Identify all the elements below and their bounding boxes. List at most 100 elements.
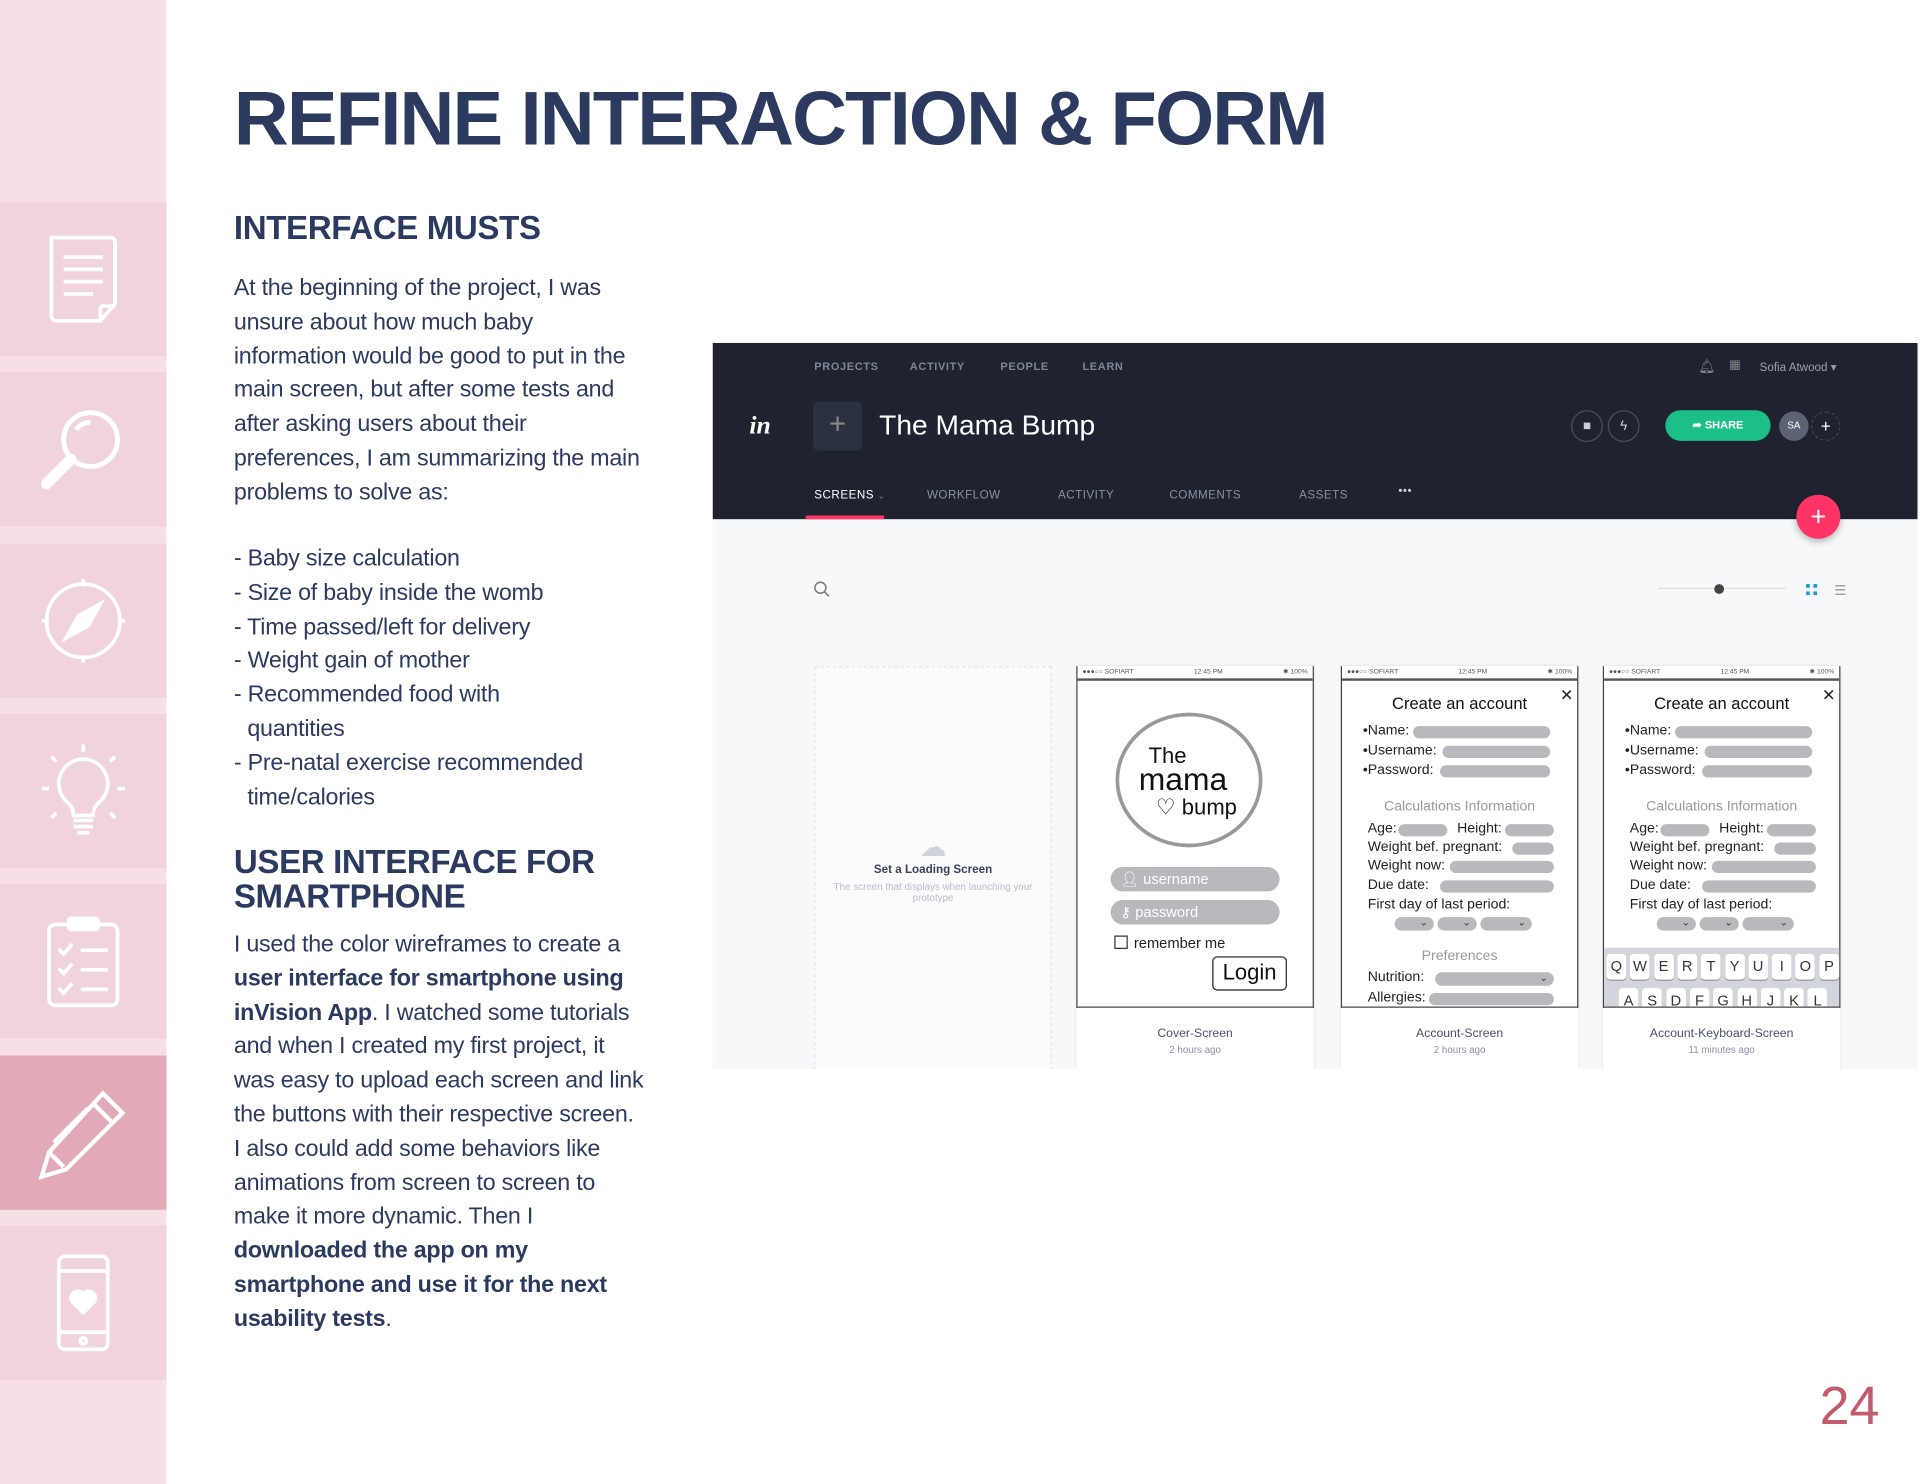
grid-view-icon[interactable] (1806, 584, 1818, 596)
key[interactable]: Q (1606, 953, 1627, 980)
key[interactable]: D (1666, 988, 1686, 1007)
username-field[interactable] (1442, 745, 1551, 758)
loading-screen-placeholder[interactable]: ☁ Set a Loading Screen The screen that d… (814, 666, 1052, 1069)
tab-workflow[interactable]: WORKFLOW (926, 488, 1001, 503)
gift-icon[interactable]: ▦ (1728, 358, 1741, 373)
password-field[interactable] (1440, 765, 1551, 778)
label: •Name: (1624, 723, 1672, 739)
nav-learn[interactable]: LEARN (1082, 360, 1124, 373)
lightning-icon[interactable]: ϟ (1607, 410, 1640, 443)
key[interactable]: W (1630, 953, 1650, 980)
bell-icon[interactable]: 🔔︎ (1698, 360, 1716, 375)
name-field[interactable] (1413, 726, 1551, 739)
login-button[interactable]: Login (1212, 956, 1287, 991)
tab-screens[interactable]: SCREENS ⌄ (814, 488, 886, 503)
weight-now-field[interactable] (1449, 860, 1554, 874)
key[interactable]: R (1677, 953, 1698, 980)
nutrition-dropdown[interactable]: ⌄ (1435, 972, 1554, 986)
height-field[interactable] (1766, 824, 1816, 837)
key[interactable]: U (1748, 953, 1768, 980)
clipboard-checklist-icon (47, 916, 120, 1008)
sidebar-item-phone[interactable] (0, 1225, 167, 1381)
key[interactable]: E (1653, 953, 1674, 980)
tab-assets[interactable]: ASSETS (1299, 488, 1349, 503)
password-field[interactable] (1702, 765, 1813, 778)
year-dropdown[interactable]: ⌄ (1742, 917, 1794, 931)
invision-logo[interactable]: in (749, 410, 771, 440)
search-icon[interactable] (813, 580, 830, 597)
key[interactable]: T (1701, 953, 1721, 980)
age-field[interactable] (1398, 824, 1448, 837)
key[interactable]: L (1807, 988, 1828, 1007)
due-date-field[interactable] (1702, 880, 1816, 893)
screen-name[interactable]: Account-Screen (1416, 1027, 1504, 1041)
key[interactable]: A (1618, 988, 1639, 1007)
due-date-field[interactable] (1440, 880, 1554, 893)
close-icon[interactable]: ✕ (1560, 685, 1574, 705)
sidebar-item-pencil[interactable] (0, 1055, 167, 1210)
month-dropdown[interactable]: ⌄ (1699, 917, 1739, 931)
key[interactable]: H (1736, 988, 1757, 1007)
name-field[interactable] (1675, 726, 1813, 739)
nav-people[interactable]: PEOPLE (1000, 360, 1049, 373)
day-dropdown[interactable]: ⌄ (1656, 917, 1696, 931)
remember-me-checkbox[interactable]: remember me (1114, 934, 1225, 951)
tab-comments[interactable]: COMMENTS (1169, 488, 1242, 503)
password-field[interactable]: ⚷ password (1110, 900, 1280, 925)
key[interactable]: J (1760, 988, 1781, 1007)
key[interactable]: P (1819, 953, 1839, 980)
weight-before-field[interactable] (1512, 842, 1554, 855)
sidebar-item-checklist[interactable] (0, 884, 167, 1039)
weight-now-field[interactable] (1711, 860, 1816, 874)
height-field[interactable] (1504, 824, 1554, 837)
year-dropdown[interactable]: ⌄ (1480, 917, 1532, 931)
label: Due date: (1629, 877, 1691, 893)
nav-projects[interactable]: PROJECTS (814, 360, 879, 373)
weight-before-field[interactable] (1774, 842, 1816, 855)
key[interactable]: F (1689, 988, 1710, 1007)
project-title: The Mama Bump (879, 408, 1096, 441)
sidebar-item-document[interactable] (0, 202, 167, 357)
loading-desc: The screen that displays when launching … (833, 881, 1033, 904)
add-member-button[interactable]: + (1811, 411, 1841, 441)
allergies-field[interactable] (1428, 993, 1554, 1006)
slider-handle[interactable] (1714, 583, 1725, 594)
tab-activity[interactable]: ACTIVITY (1057, 488, 1115, 503)
key[interactable]: O (1795, 953, 1816, 980)
sidebar-item-lightbulb[interactable] (0, 713, 167, 869)
screen-name[interactable]: Cover-Screen (1157, 1027, 1233, 1041)
video-icon[interactable]: ■ (1571, 410, 1603, 443)
share-button[interactable]: ➦ SHARE (1665, 410, 1771, 441)
close-icon[interactable]: ✕ (1822, 685, 1836, 705)
zoom-slider[interactable] (1657, 583, 1786, 594)
key[interactable]: S (1642, 988, 1662, 1007)
add-screen-button[interactable]: + (1796, 494, 1841, 539)
label: Nutrition: (1367, 969, 1425, 985)
key[interactable]: G (1713, 988, 1733, 1007)
nav-activity[interactable]: ACTIVITY (909, 360, 965, 373)
add-project-button[interactable]: + (813, 401, 863, 451)
user-menu[interactable]: Sofia Atwood ▾ (1759, 361, 1837, 375)
month-dropdown[interactable]: ⌄ (1437, 917, 1477, 931)
cloud-upload-icon: ☁ (919, 831, 947, 863)
age-field[interactable] (1660, 824, 1710, 837)
lightbulb-icon (41, 744, 125, 835)
more-tabs-button[interactable]: ••• (1398, 484, 1413, 499)
avatar[interactable]: SA (1779, 411, 1809, 441)
logo-text: mama (1138, 760, 1228, 798)
day-dropdown[interactable]: ⌄ (1394, 917, 1434, 931)
intro-paragraph: At the beginning of the project, I was u… (233, 275, 640, 506)
username-field[interactable]: 👤︎ username (1110, 866, 1280, 892)
screen-name[interactable]: Account-Keyboard-Screen (1649, 1027, 1794, 1041)
username-field[interactable] (1704, 745, 1813, 758)
key[interactable]: K (1784, 988, 1804, 1007)
sidebar-item-search[interactable] (0, 372, 167, 527)
sidebar-item-compass[interactable] (0, 543, 167, 698)
list-view-icon[interactable]: ☰ (1834, 584, 1847, 599)
key[interactable]: I (1771, 953, 1792, 980)
key[interactable]: Y (1724, 953, 1745, 980)
